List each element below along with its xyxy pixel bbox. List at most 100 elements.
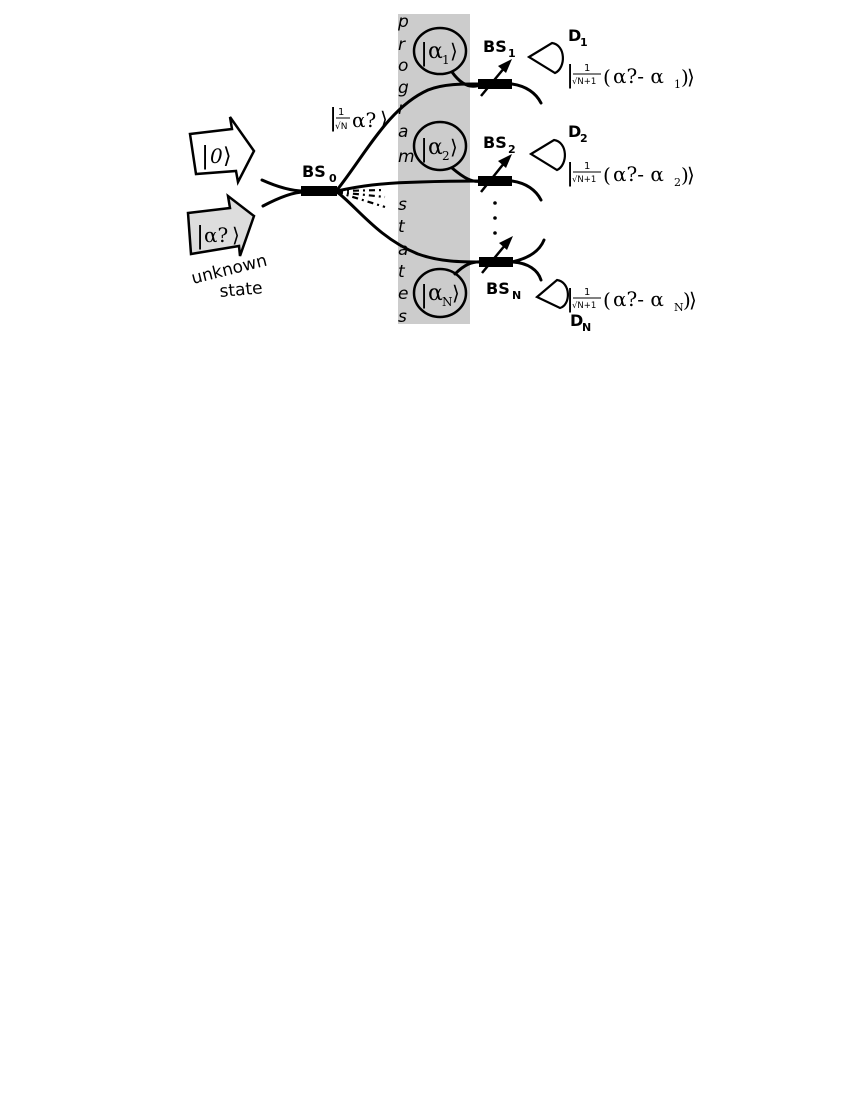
beam-splitter-1-label: BS (483, 37, 507, 56)
tunable-arrowhead-1 (498, 59, 512, 73)
detector-N-label: D (570, 311, 583, 330)
output-N-paren-right: ) (683, 288, 691, 312)
output-2-coef: 1 (584, 161, 590, 172)
program-ket-N-bracket-right: ⟩ (452, 281, 460, 305)
program-ket-1-sub: 1 (442, 53, 450, 67)
detector-2-sub: 2 (580, 132, 588, 145)
upper-fiber-N (510, 238, 546, 264)
output-2-bracket-left: | (566, 159, 574, 188)
output-N-sub: N (674, 301, 684, 314)
output-1-state: α?- α (613, 64, 664, 88)
output-fiber-2 (510, 179, 543, 202)
output-2-bracket-right: ⟩ (687, 163, 695, 187)
output-2-state: α?- α (613, 162, 664, 186)
channel-2-output-state: | 1 √N+1 ( α?- α 2 ) ⟩ (566, 159, 695, 189)
program-letter: r (398, 35, 406, 55)
program-ket-N-symbol: α (428, 281, 443, 306)
output-N-coef: 1 (584, 287, 590, 298)
detector-2 (528, 138, 566, 172)
beam-splitter-2-sub: 2 (508, 143, 516, 156)
unknown-input-arrow: | α? ⟩ (186, 193, 256, 257)
tunable-arrow-1 (480, 66, 506, 97)
states-letter: s (398, 307, 407, 327)
output-1-bracket-left: | (566, 61, 574, 90)
output-2-coef-den: √N+1 (572, 175, 596, 185)
states-letter: a (398, 240, 408, 260)
channel-2-fiber (335, 179, 484, 193)
states-letter: t (398, 217, 406, 237)
channel-N-output-state: | 1 √N+1 ( α?- α N ) ⟩ (566, 285, 697, 314)
program-letter: o (398, 56, 408, 76)
output-1-coef-den: √N+1 (572, 77, 596, 87)
output-1-bracket-right: ⟩ (687, 65, 695, 89)
unknown-ket-right-bracket: ⟩ (232, 223, 240, 247)
output-N-paren-left: ( (603, 288, 611, 312)
output-fiber-N (511, 260, 543, 282)
output-N-state: α?- α (613, 287, 664, 311)
channel-ellipsis (493, 201, 497, 235)
vacuum-ket-right-bracket: ⟩ (223, 144, 232, 169)
detector-1-label: D (568, 26, 581, 45)
detector-N-sub: N (582, 321, 591, 334)
vacuum-ket-value: 0 (210, 144, 223, 168)
program-letter: m (398, 147, 415, 167)
beam-splitter-N-label: BS (486, 279, 510, 298)
program-ket-2-symbol: α (428, 135, 443, 160)
unknown-ket-left-bracket: | (196, 222, 204, 251)
states-letter: s (398, 195, 407, 215)
program-ket-1-symbol: α (428, 39, 443, 64)
program-letter: g (398, 78, 409, 98)
channel-N-fiber (335, 190, 484, 264)
output-N-bracket-left: | (566, 285, 574, 314)
central-splitter-sub: 0 (329, 172, 337, 185)
unknown-ket-value: α? (204, 223, 228, 247)
output-1-coef: 1 (584, 63, 590, 74)
split-output-symbol: α? (352, 108, 376, 132)
program-ket-N-bracket-left: | (420, 281, 428, 310)
tunable-arrowhead-2 (498, 154, 512, 168)
beam-splitter-N (479, 257, 513, 267)
program-state-N (412, 267, 468, 319)
input-fiber-top (260, 178, 306, 193)
beam-splitter-2 (478, 176, 512, 186)
states-letter: t (398, 262, 406, 282)
beam-splitter-1 (478, 79, 512, 89)
beam-splitter-N-sub: N (512, 289, 521, 302)
program-ket-2-bracket-left: | (420, 135, 428, 164)
vacuum-input-arrow: | 0 ⟩ (188, 116, 256, 186)
output-1-sub: 1 (674, 78, 681, 91)
output-1-paren-right: ) (681, 65, 689, 89)
split-output-label: | 1 √N α? ⟩ (329, 104, 388, 133)
beam-splitter-1-sub: 1 (508, 47, 516, 60)
vacuum-ket-left-bracket: | (201, 142, 209, 171)
split-output-coef-den: √N (335, 121, 347, 132)
program-state-2 (412, 120, 468, 172)
tunable-arrow-N (481, 243, 507, 274)
split-output-bracket-right: ⟩ (380, 107, 388, 131)
detector-N (534, 278, 569, 310)
channel-1-output-state: | 1 √N+1 ( α?- α 1 ) ⟩ (566, 61, 695, 91)
output-N-coef-den: √N+1 (572, 301, 596, 311)
detector-1-sub: 1 (580, 36, 588, 49)
output-1-paren-left: ( (603, 65, 611, 89)
program-ket-1-bracket-right: ⟩ (450, 39, 458, 63)
states-letter: e (398, 284, 408, 304)
output-2-sub: 2 (674, 176, 681, 189)
program-letter: p (397, 12, 409, 32)
unknown-state-caption: state (219, 278, 264, 302)
split-output-coef: 1 (338, 107, 344, 118)
program-ket-N-sub: N (442, 295, 453, 309)
input-fiber-bottom (261, 190, 306, 208)
program-ket-2-bracket-right: ⟩ (450, 135, 458, 159)
program-letter: a (398, 122, 408, 142)
output-2-paren-left: ( (603, 163, 611, 187)
program-ket-1-bracket-left: | (420, 39, 428, 68)
tunable-arrow-2 (480, 161, 506, 193)
output-N-bracket-right: ⟩ (689, 288, 697, 312)
beam-splitter-2-label: BS (483, 133, 507, 152)
split-output-bracket-left: | (329, 104, 337, 133)
central-splitter-label: BS (302, 162, 326, 181)
detector-2-label: D (568, 122, 581, 141)
output-fiber-1 (510, 82, 543, 105)
